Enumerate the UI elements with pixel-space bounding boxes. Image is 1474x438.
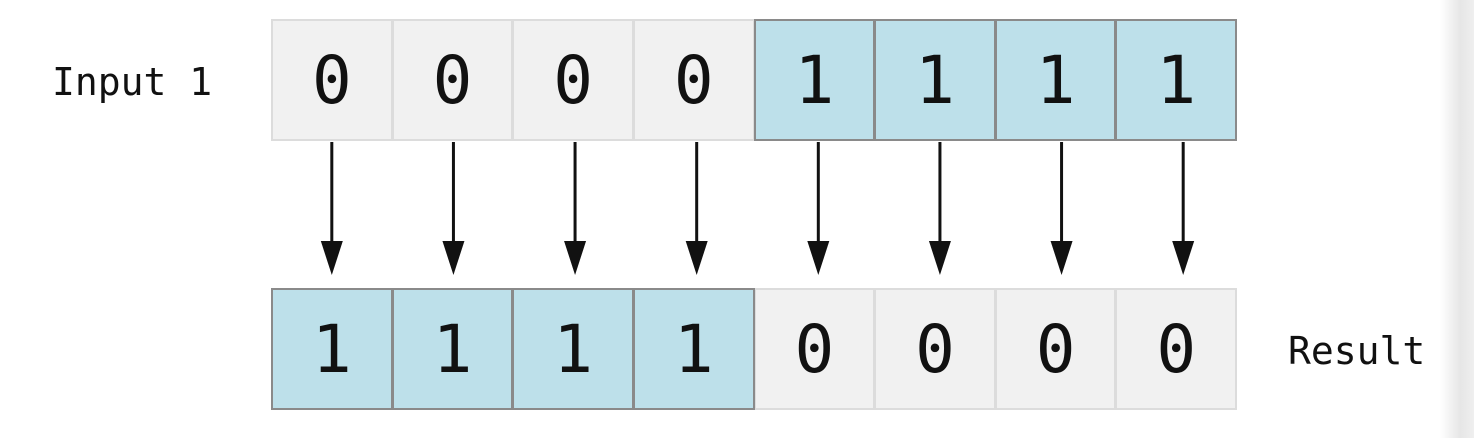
result-bit-cell: 0 [994,288,1117,410]
result-bit-cell: 1 [391,288,514,410]
result-bit-row: 1 1 1 1 0 0 0 0 [271,288,1244,410]
window-edge-shadow [1440,0,1474,438]
arrow-head [807,241,830,275]
input-bit-cell: 0 [391,19,514,141]
input-bit-cell: 1 [874,19,996,141]
input-bit-cell: 1 [753,19,876,141]
result-bit-cell: 1 [512,288,634,410]
arrow-head [564,241,587,275]
arrow-head [320,241,343,275]
result-bit-cell: 0 [1115,288,1237,410]
result-bit-cell: 0 [753,288,876,410]
arrow-head [442,241,465,275]
input-bit-row: 0 0 0 0 1 1 1 1 [271,19,1244,141]
input-label: Input 1 [52,60,213,104]
result-label: Result [1288,329,1426,373]
result-bit-cell: 1 [632,288,755,410]
input-bit-cell: 1 [1115,19,1237,141]
arrow-head [685,241,708,275]
arrow-head [1172,241,1195,275]
arrow-head [1050,241,1073,275]
arrow-head [928,241,951,275]
input-bit-cell: 0 [271,19,393,141]
input-bit-cell: 0 [632,19,755,141]
input-bit-cell: 1 [994,19,1117,141]
input-bit-cell: 0 [512,19,634,141]
result-bit-cell: 0 [874,288,996,410]
result-bit-cell: 1 [271,288,393,410]
